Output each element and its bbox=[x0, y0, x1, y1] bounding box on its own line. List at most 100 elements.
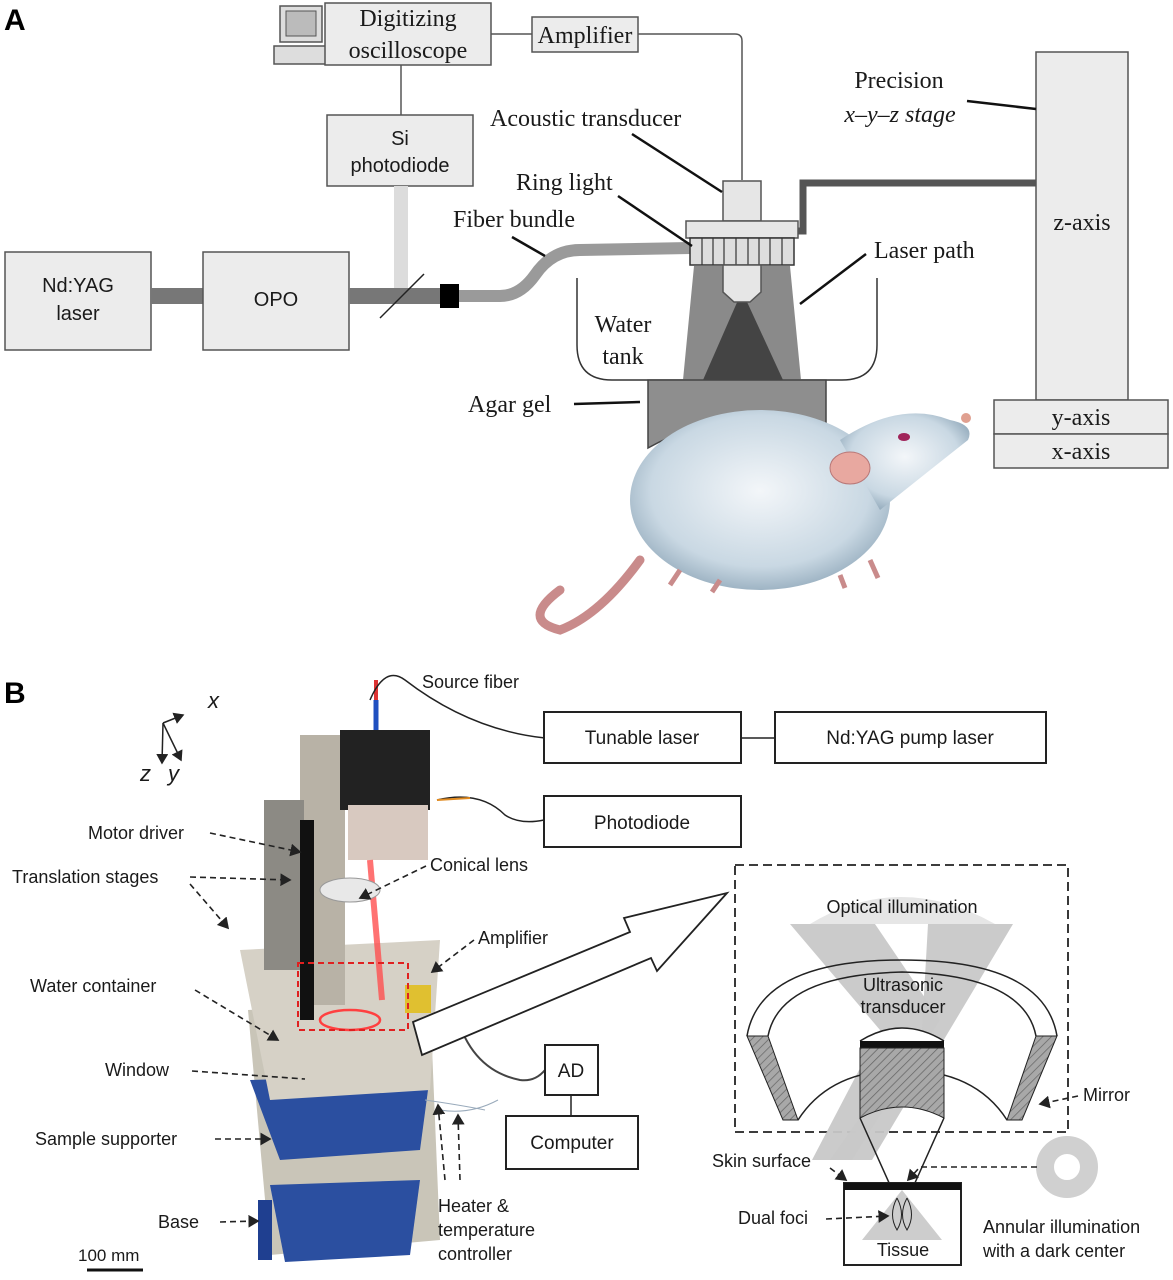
computer-icon bbox=[273, 5, 329, 65]
leader-arrow bbox=[430, 939, 475, 973]
leader-line bbox=[191, 1070, 306, 1080]
leader-arrow bbox=[432, 1103, 446, 1181]
ndyag-laser-box: Nd:YAG laser bbox=[4, 251, 152, 351]
precision-stage-label-2: x–y–z stage bbox=[843, 102, 956, 128]
computer-label: Computer bbox=[530, 1133, 614, 1154]
acoustic-transducer-label: Acoustic transducer bbox=[490, 106, 681, 132]
zoom-arrow bbox=[411, 891, 730, 1057]
ad-box: AD bbox=[544, 1044, 599, 1096]
ring-light bbox=[689, 237, 795, 266]
dual-foci-shape bbox=[892, 1197, 912, 1231]
leader-line bbox=[799, 253, 867, 305]
x-axis-stage: x-axis bbox=[993, 433, 1169, 469]
oscilloscope-label-1: Digitizing bbox=[359, 6, 456, 32]
leader-line bbox=[511, 235, 546, 258]
leader-line bbox=[631, 132, 723, 194]
laser-beam bbox=[349, 288, 441, 304]
skin-surface-label: Skin surface bbox=[712, 1151, 811, 1171]
motor-driver-label: Motor driver bbox=[88, 823, 184, 843]
fiber-coupler bbox=[440, 284, 459, 308]
pump-laser-label: Nd:YAG pump laser bbox=[826, 728, 994, 749]
highlight-region bbox=[297, 962, 409, 1031]
opo-label: OPO bbox=[254, 289, 298, 311]
source-fiber-cable bbox=[369, 674, 546, 739]
x-axis-label: x-axis bbox=[1052, 439, 1111, 465]
transducer-cap bbox=[859, 1027, 945, 1042]
amplifier-cable bbox=[638, 33, 743, 180]
leader-arrow bbox=[189, 873, 292, 887]
translation-stages-label: Translation stages bbox=[12, 867, 158, 887]
y-axis-stage: y-axis bbox=[993, 399, 1169, 435]
mirror-label: Mirror bbox=[1083, 1085, 1130, 1105]
heater-wires bbox=[424, 1099, 499, 1112]
ad-label: AD bbox=[558, 1061, 584, 1082]
leader-arrow bbox=[829, 1167, 848, 1181]
window-label: Window bbox=[105, 1060, 170, 1080]
leader-arrow bbox=[194, 989, 280, 1041]
leader-line bbox=[966, 99, 1037, 111]
heater-label-3: controller bbox=[438, 1244, 512, 1264]
ndyag-label-1: Nd:YAG bbox=[42, 275, 114, 297]
leader-arrow bbox=[451, 1113, 465, 1181]
leader-arrow bbox=[825, 1210, 890, 1223]
mirror-right bbox=[1006, 1035, 1058, 1121]
scale-bar-label: 100 mm bbox=[78, 1246, 139, 1265]
photodiode-beam bbox=[394, 186, 408, 296]
skin-surface bbox=[844, 1183, 961, 1190]
heater-label-1: Heater & bbox=[438, 1196, 509, 1216]
amplifier-b-label: Amplifier bbox=[478, 928, 548, 948]
leader-line bbox=[573, 400, 641, 406]
z-axis-label: z-axis bbox=[1053, 210, 1110, 236]
opo-box: OPO bbox=[202, 251, 350, 351]
laser-focus bbox=[703, 291, 783, 380]
precision-stage-label-1: Precision bbox=[854, 68, 943, 94]
dual-foci-label: Dual foci bbox=[738, 1208, 808, 1228]
amplifier-label: Amplifier bbox=[538, 23, 633, 49]
y-axis-label: y-axis bbox=[1052, 405, 1111, 431]
panel-b-label: B bbox=[4, 677, 26, 710]
leader-line bbox=[617, 194, 693, 248]
photodiode-cable bbox=[436, 796, 545, 823]
source-fiber-label: Source fiber bbox=[422, 672, 519, 692]
leader-arrow bbox=[1038, 1095, 1079, 1109]
computer-box: Computer bbox=[505, 1115, 639, 1170]
heater-label-2: temperature bbox=[438, 1220, 535, 1240]
photodiode-box: Photodiode bbox=[543, 795, 742, 848]
transducer-tip bbox=[722, 264, 762, 303]
leader-arrow bbox=[219, 1214, 260, 1228]
inset-frame bbox=[734, 864, 1069, 1133]
photodiode-cable-orange bbox=[436, 797, 471, 801]
photodiode-label-2: photodiode bbox=[351, 155, 450, 177]
oscilloscope-box: Digitizing oscilloscope bbox=[324, 2, 492, 66]
tissue-label: Tissue bbox=[877, 1240, 929, 1260]
pump-laser-box: Nd:YAG pump laser bbox=[774, 711, 1047, 764]
ring-light-label: Ring light bbox=[516, 170, 613, 196]
sample-supporter-label: Sample supporter bbox=[35, 1129, 177, 1149]
ultrasonic-label-1: Ultrasonic bbox=[863, 975, 943, 995]
y-axis-glyph: y bbox=[166, 761, 181, 786]
leader-arrow bbox=[209, 832, 302, 857]
water-tank-label-2: tank bbox=[602, 344, 643, 370]
conical-lens-label: Conical lens bbox=[430, 855, 528, 875]
amplifier-box: Amplifier bbox=[531, 16, 639, 53]
oscilloscope-label-2: oscilloscope bbox=[349, 38, 468, 64]
water-container-label: Water container bbox=[30, 976, 156, 996]
tunable-laser-box: Tunable laser bbox=[543, 711, 742, 764]
panel-a-label: A bbox=[4, 4, 26, 37]
ndyag-label-2: laser bbox=[56, 303, 100, 325]
mirror-outer-arc bbox=[746, 959, 1058, 1037]
fiber-bundle bbox=[459, 242, 691, 302]
mirror-left bbox=[746, 1035, 799, 1121]
photodiode-label-1: Si bbox=[391, 128, 409, 150]
transducer-backing bbox=[860, 1041, 944, 1048]
annular-label-1: Annular illumination bbox=[983, 1217, 1140, 1237]
beam-splitter bbox=[379, 273, 425, 319]
z-axis-glyph: z bbox=[139, 761, 151, 786]
leader-arrow bbox=[189, 883, 230, 930]
apparatus-photo bbox=[240, 680, 440, 1262]
si-photodiode-box: Si photodiode bbox=[326, 114, 474, 187]
rat-illustration bbox=[535, 410, 971, 635]
laser-path-label: Laser path bbox=[874, 238, 975, 264]
ultrasonic-transducer bbox=[859, 1047, 945, 1119]
